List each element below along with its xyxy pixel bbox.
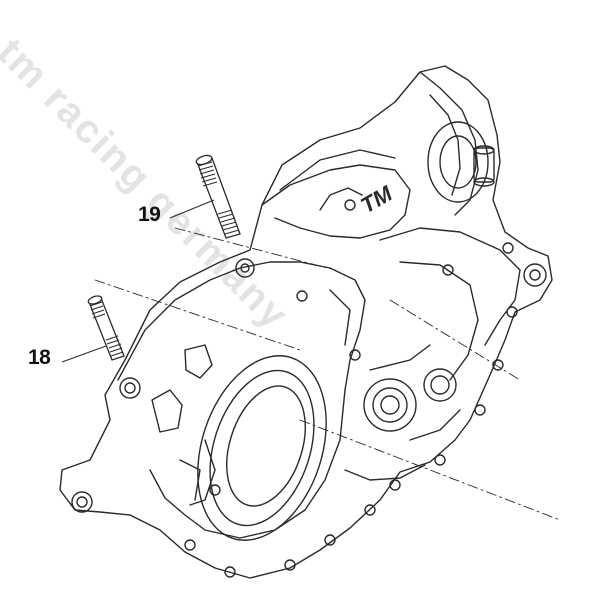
- bolt-holes: [184, 199, 518, 578]
- leader-19: [169, 199, 215, 219]
- crankcase-outline: [59, 65, 553, 579]
- brand-logo: TM: [356, 180, 397, 218]
- leader-18: [61, 345, 107, 363]
- bearing-seat: [363, 378, 417, 432]
- main-bore: [197, 355, 327, 541]
- stud-18-icon: [87, 295, 125, 361]
- callout-19: 19: [138, 203, 161, 226]
- callout-18: 18: [28, 346, 51, 369]
- stud-19-icon: [195, 154, 241, 239]
- center-lines: [94, 227, 561, 521]
